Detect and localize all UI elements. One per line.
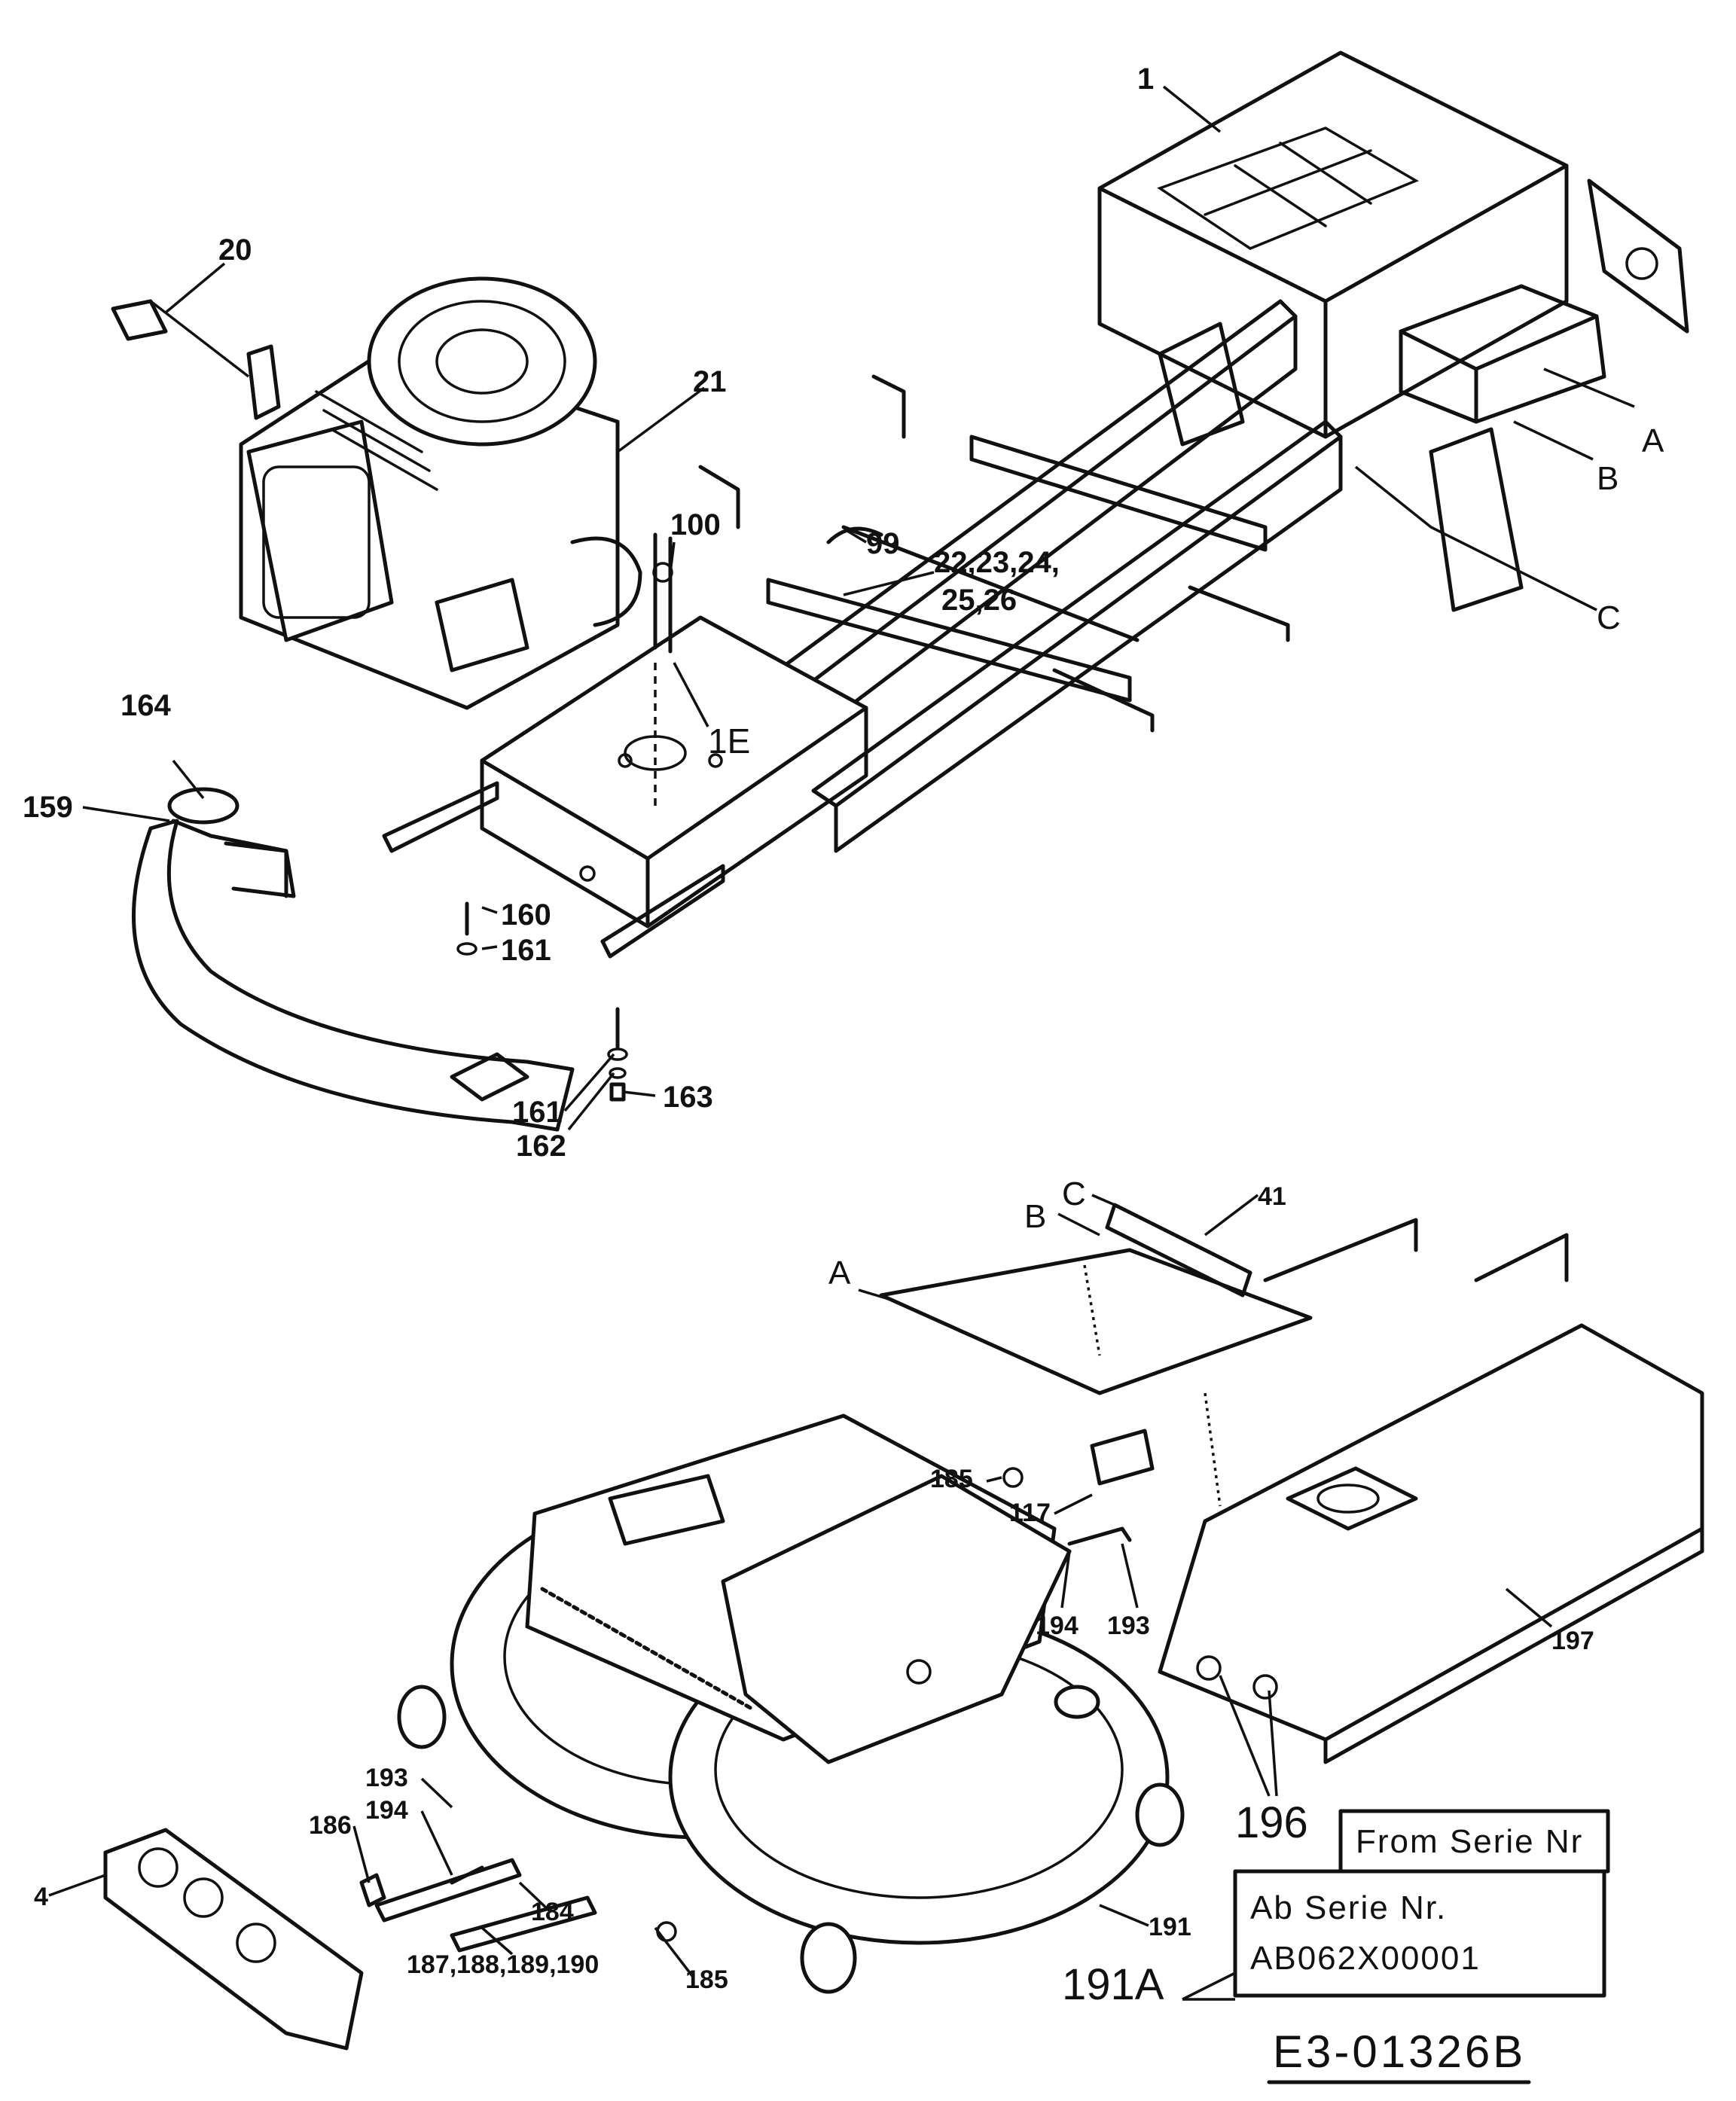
label-100: 100 [670,508,721,541]
label-164: 164 [121,689,171,722]
label-162: 162 [516,1130,566,1163]
label-c-bot: C [1062,1176,1086,1212]
label-197: 197 [1551,1627,1594,1655]
label-196: 196 [1235,1798,1308,1847]
drawing-code-block: E3-01326B [1267,2026,1531,2084]
label-194-a: 194 [1036,1612,1079,1640]
label-1e: 1E [708,721,750,761]
label-b-bot: B [1024,1198,1046,1235]
label-163: 163 [663,1081,713,1114]
label-a-bot: A [828,1255,851,1291]
from-serie-label: From Serie Nr [1356,1823,1583,1860]
leader-lines [48,85,1635,2001]
label-186: 186 [309,1811,352,1840]
ab-serie-label: Ab Serie Nr. [1250,1889,1447,1926]
label-c-top: C [1597,599,1621,636]
label-187-190: 187,188,189,190 [407,1950,599,1979]
label-193-a: 193 [1107,1612,1150,1640]
label-159: 159 [23,791,73,824]
label-194-b: 194 [365,1796,408,1825]
label-21: 21 [693,365,727,398]
label-20: 20 [218,233,252,267]
frame-chassis [382,50,1689,959]
front-bumper [132,787,628,1132]
part-labels: 1 20 21 A B C 100 99 22,23,24, 25,26 1E … [23,63,1664,2009]
label-4: 4 [34,1883,48,1911]
label-22-line2: 25,26 [941,584,1017,617]
label-99: 99 [866,527,900,560]
label-160: 160 [501,898,551,932]
label-193-b: 193 [365,1764,408,1792]
label-185-b: 185 [685,1965,728,1994]
drawing-code: E3-01326B [1273,2026,1526,2077]
label-191a: 191A [1062,1960,1164,2009]
engine [239,276,642,710]
label-b-top: B [1597,460,1619,497]
bracket-20 [111,299,168,341]
serial-info-boxes: From Serie Nr Ab Serie Nr. AB062X00001 [1233,1809,1610,1998]
mower-deck [103,1203,1704,2051]
label-185-a: 185 [930,1465,973,1493]
serial-number: AB062X00001 [1250,1940,1481,1977]
label-41: 41 [1258,1182,1286,1211]
label-184: 184 [531,1898,574,1926]
label-117: 117 [1009,1499,1051,1527]
label-22-line1: 22,23,24, [934,546,1060,579]
label-a-top: A [1642,422,1664,459]
label-1: 1 [1137,63,1154,96]
label-161-a: 161 [501,934,551,967]
label-191: 191 [1149,1913,1191,1941]
ab-serie-box [1233,1869,1606,1998]
label-161-b: 161 [512,1096,563,1129]
